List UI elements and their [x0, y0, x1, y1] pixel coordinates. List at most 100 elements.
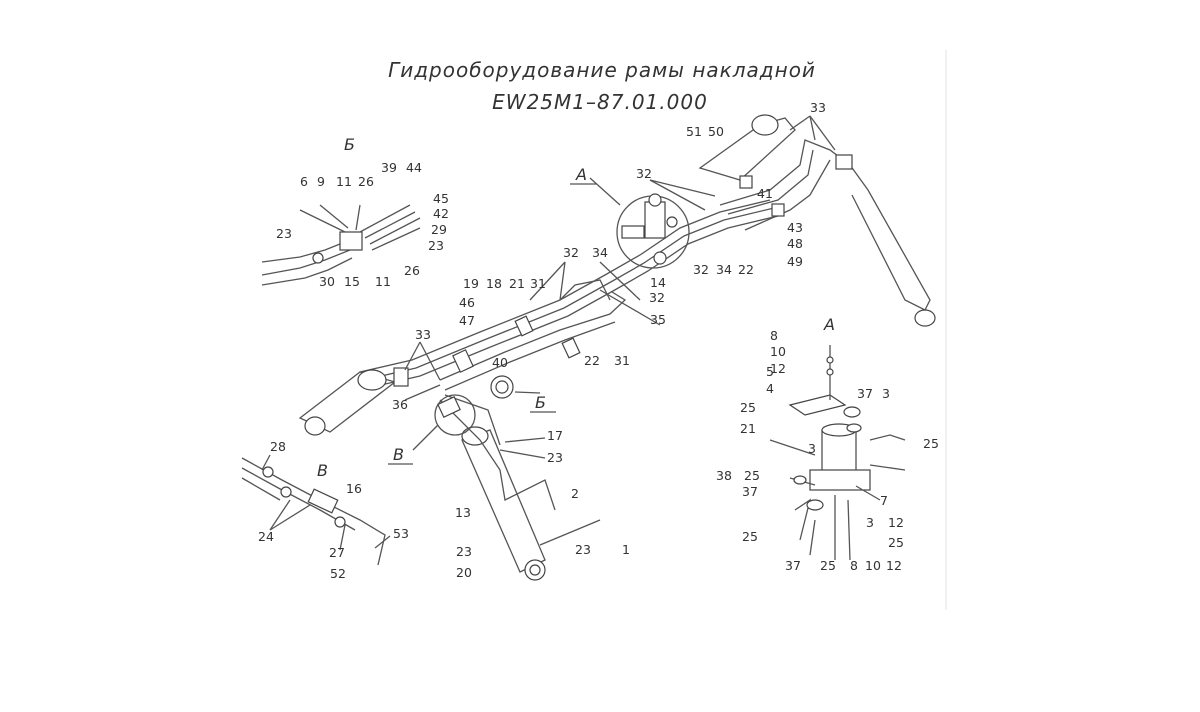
callout-c-16: 16 [346, 481, 362, 496]
callout-c-31b: 31 [614, 353, 630, 368]
view-label-a-detail: А [823, 315, 835, 334]
callout-c-47: 47 [459, 313, 475, 328]
callout-c-34b: 34 [592, 245, 608, 260]
callout-c-32a: 32 [636, 166, 652, 181]
view-label-v-detail: В [317, 461, 328, 480]
detail-a-exploded [769, 345, 906, 561]
callout-c-37a: 37 [857, 386, 873, 401]
callout-c-30: 30 [319, 274, 335, 289]
callout-c-32b: 32 [693, 262, 709, 277]
callout-c-12a: 12 [770, 361, 786, 376]
callout-c-13: 13 [455, 505, 471, 520]
callout-c-31a: 31 [530, 276, 546, 291]
hose-clamp [452, 349, 474, 373]
callout-c-25d: 25 [742, 529, 758, 544]
drawing-title: Гидрооборудование рамы накладной [388, 58, 816, 82]
callout-c-3a: 3 [882, 386, 890, 401]
callout-c-26a: 26 [358, 174, 374, 189]
callout-c-25e: 25 [888, 535, 904, 550]
callout-c-46: 46 [459, 295, 475, 310]
callout-c-6: 6 [300, 174, 308, 189]
callout-c-17: 17 [547, 428, 563, 443]
callout-c-23a: 23 [428, 238, 444, 253]
callout-c-8a: 8 [770, 328, 778, 343]
callout-c-25a: 25 [740, 400, 756, 415]
callout-c-22b: 22 [584, 353, 600, 368]
callout-c-23d: 23 [575, 542, 591, 557]
callout-c-42: 42 [433, 206, 449, 221]
upper-right-cylinder [698, 114, 936, 327]
detail-v-block [437, 396, 461, 418]
callout-c-45: 45 [433, 191, 449, 206]
callout-c-10b: 10 [865, 558, 881, 573]
callout-c-22a: 22 [738, 262, 754, 277]
detail-v-circle [434, 394, 476, 436]
detail-b-view [261, 204, 421, 286]
callout-c-38: 38 [716, 468, 732, 483]
view-label-b: Б [535, 393, 546, 412]
callout-c-41: 41 [757, 186, 773, 201]
callout-c-34a: 34 [716, 262, 732, 277]
callout-c-43: 43 [787, 220, 803, 235]
callout-c-39: 39 [381, 160, 397, 175]
callout-c-29: 29 [431, 222, 447, 237]
detail-v-view [241, 457, 386, 566]
callout-c-5: 5 [766, 364, 774, 379]
view-label-b-detail: Б [344, 135, 355, 154]
callout-c-11b: 11 [375, 274, 391, 289]
callout-c-15: 15 [344, 274, 360, 289]
callout-c-33a: 33 [810, 100, 826, 115]
callout-c-52: 52 [330, 566, 346, 581]
callout-c-24: 24 [258, 529, 274, 544]
callout-c-48: 48 [787, 236, 803, 251]
hose-clamp [514, 315, 534, 337]
callout-c-14: 14 [650, 275, 666, 290]
valve-assembly-a [616, 193, 690, 269]
callout-c-21a: 21 [509, 276, 525, 291]
callout-c-3b: 3 [808, 441, 816, 456]
callout-c-53: 53 [393, 526, 409, 541]
callout-c-25f: 25 [820, 558, 836, 573]
callout-c-23e: 23 [456, 544, 472, 559]
lift-cylinder [434, 394, 601, 581]
callout-c-19: 19 [463, 276, 479, 291]
callout-c-8b: 8 [850, 558, 858, 573]
callout-c-37c: 37 [785, 558, 801, 573]
callout-c-33b: 33 [415, 327, 431, 342]
leader-lines [261, 115, 836, 551]
callout-c-3c: 3 [866, 515, 874, 530]
callout-c-40: 40 [492, 355, 508, 370]
callout-c-51: 51 [686, 124, 702, 139]
callout-c-37b: 37 [742, 484, 758, 499]
callout-c-23b: 23 [276, 226, 292, 241]
view-letters: А А Б Б В В [317, 135, 835, 480]
callout-c-1: 1 [622, 542, 630, 557]
callout-c-28: 28 [270, 439, 286, 454]
callout-c-11a: 11 [336, 174, 352, 189]
callout-c-32d: 32 [563, 245, 579, 260]
callout-c-21b: 21 [740, 421, 756, 436]
main-hose-run [359, 199, 779, 399]
view-label-v: В [393, 445, 404, 464]
callout-c-20: 20 [456, 565, 472, 580]
view-label-a: А [575, 165, 587, 184]
callout-c-27: 27 [329, 545, 345, 560]
callout-c-10a: 10 [770, 344, 786, 359]
callout-c-25c: 25 [744, 468, 760, 483]
callout-c-23c: 23 [547, 450, 563, 465]
callout-c-12c: 12 [886, 558, 902, 573]
drawing-number: EW25M1–87.01.000 [492, 90, 708, 114]
callout-c-25b: 25 [923, 436, 939, 451]
callout-c-7: 7 [880, 493, 888, 508]
callout-c-50: 50 [708, 124, 724, 139]
hose-clamp [561, 337, 581, 359]
callout-c-35: 35 [650, 312, 666, 327]
callout-c-12b: 12 [888, 515, 904, 530]
callout-c-4: 4 [766, 381, 774, 396]
callout-c-36: 36 [392, 397, 408, 412]
callout-c-2: 2 [571, 486, 579, 501]
left-cylinder [298, 367, 409, 436]
